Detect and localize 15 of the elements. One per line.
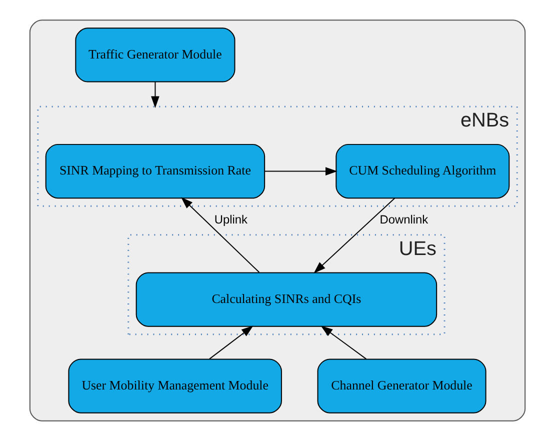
arrow <box>181 197 260 273</box>
cluster <box>29 20 526 422</box>
arrow <box>209 326 254 360</box>
arrow <box>151 81 160 108</box>
edge-label: Uplink <box>214 212 248 227</box>
node-box: Channel Generator Module <box>317 358 486 414</box>
node-box: CUM Scheduling Algorithm <box>336 144 510 199</box>
node-box: Traffic Generator Module <box>75 28 236 82</box>
arrow <box>264 167 338 176</box>
node-box: Calculating SINRs and CQIs <box>136 272 438 327</box>
arrow <box>314 198 396 274</box>
edge-label: Downlink <box>380 212 428 227</box>
arrow <box>320 326 367 360</box>
node-box: User Mobility Management Module <box>68 358 282 414</box>
node-box: SINR Mapping to Transmission Rate <box>45 144 266 199</box>
